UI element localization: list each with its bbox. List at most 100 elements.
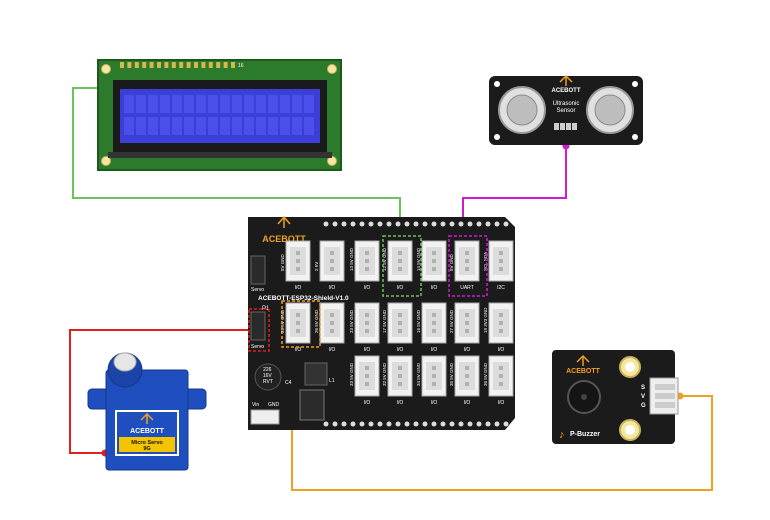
- header-pin: [359, 421, 365, 427]
- servo-model-line2: 9G: [143, 446, 150, 452]
- ultrasonic-port-highlight: [448, 235, 488, 297]
- grove-port-pin: [465, 374, 469, 378]
- ultrasonic-pin: [572, 123, 577, 130]
- lcd-header-pin: [231, 62, 235, 68]
- grove-port-pin: [398, 366, 402, 370]
- grove-port-pins-label: 26 5V GND: [314, 309, 319, 333]
- header-pin: [476, 421, 482, 427]
- grove-port-pin: [432, 313, 436, 317]
- grove-port-type: I/O: [431, 400, 438, 406]
- lcd-header-pin: [216, 62, 221, 68]
- grove-port[interactable]: I/O 35 5V GND: [449, 355, 480, 406]
- ultrasonic-label-line1: Ultrasonic: [553, 101, 580, 107]
- grove-port[interactable]: I/O14 5V GND: [416, 240, 447, 291]
- ultrasonic-transducer-left-mesh: [506, 94, 538, 126]
- grove-port[interactable]: I/O27 5V GND: [449, 302, 480, 353]
- capacitor-label: 226 16V RVT: [263, 367, 273, 385]
- grove-port-pin: [499, 251, 503, 255]
- header-pin: [422, 421, 428, 427]
- electrolytic-capacitor: [254, 363, 282, 391]
- grove-port-type: I/O: [364, 285, 371, 291]
- grove-port[interactable]: I/O 2 5V: [314, 240, 345, 291]
- shield-logo-icon: [277, 215, 291, 228]
- grove-port-pins-label: 2 5V: [314, 262, 319, 271]
- grove-port-pins-label: 19 3V3 GND: [483, 307, 488, 333]
- grove-port-pin: [296, 251, 300, 255]
- grove-port-pin: [398, 374, 402, 378]
- ultrasonic-pin: [560, 123, 565, 130]
- lcd-pin-marker: 16: [238, 63, 244, 69]
- inductor-label: L1: [329, 378, 335, 384]
- lcd-char-cell: [184, 95, 194, 113]
- grove-port-type: I/O: [364, 400, 371, 406]
- lcd-char-cell: [148, 95, 158, 113]
- header-pin: [350, 221, 356, 227]
- grove-port-type: I/O: [464, 400, 471, 406]
- shield-brand: ACEBOTT: [262, 234, 306, 244]
- grove-port[interactable]: I/O17 5V GND: [382, 302, 413, 353]
- grove-port[interactable]: I/O33 5V GND: [349, 355, 380, 406]
- grove-port-pin: [465, 259, 469, 263]
- lcd-char-cell: [232, 95, 242, 113]
- header-pin: [377, 421, 383, 427]
- grove-port-type: I/O: [498, 347, 505, 353]
- grove-port-type: I/O: [397, 400, 404, 406]
- servo-header-top-label: Servo: [251, 287, 264, 293]
- grove-port-pin: [465, 313, 469, 317]
- grove-port-pin: [432, 329, 436, 333]
- header-pin: [359, 221, 365, 227]
- lcd-port-highlight: [382, 235, 422, 297]
- lcd-header-pin: [208, 62, 213, 68]
- grove-port-type: I/O: [329, 285, 336, 291]
- header-pin: [458, 221, 464, 227]
- grove-port[interactable]: I/O 19 3V3 GND: [483, 302, 514, 353]
- grove-port[interactable]: I/O16 5V GND: [416, 302, 447, 353]
- grove-port[interactable]: I/O12 5V GND: [382, 240, 413, 291]
- shield-top-pin-row: [323, 221, 509, 227]
- header-pin: [404, 221, 410, 227]
- shield-bottom-pin-row: [323, 421, 509, 427]
- grove-port-type: UART: [460, 285, 474, 291]
- grove-port[interactable]: I/O 34 5V GND: [416, 355, 447, 406]
- grove-port[interactable]: I/O23 5V GND: [349, 302, 380, 353]
- grove-port[interactable]: I/O25 5V GND: [280, 302, 311, 353]
- header-pin: [494, 221, 500, 227]
- grove-port-type: I2C: [497, 285, 505, 291]
- grove-port-pins-label: 32 5V GND: [382, 362, 387, 386]
- grove-port-pin: [365, 259, 369, 263]
- grove-port[interactable]: I/O5V GND: [280, 240, 311, 291]
- lcd-header-pin: [171, 62, 176, 68]
- grove-port-type: I/O: [464, 347, 471, 353]
- header-pin: [404, 421, 410, 427]
- grove-port-pin: [432, 251, 436, 255]
- grove-port-pin: [330, 313, 334, 317]
- grove-port[interactable]: I/O13 5V GND: [349, 240, 380, 291]
- grove-port-type: I/O: [431, 347, 438, 353]
- buzzer-pin-label: S: [641, 385, 645, 391]
- grove-port-pins-label: 14 5V GND: [416, 247, 421, 271]
- servo-model-tag: [119, 437, 175, 452]
- servo-logo-icon: [140, 412, 154, 424]
- grove-port[interactable]: I/O36 5V GND: [483, 355, 514, 406]
- buzzer-element-center: [581, 394, 587, 400]
- header-pin: [467, 221, 473, 227]
- grove-port[interactable]: I/O26 5V GND: [314, 302, 345, 353]
- lcd-header-pin: [194, 62, 198, 68]
- grove-port-pins-label: 35 5V GND: [449, 362, 454, 386]
- grove-port-pins-label: 23 5V GND: [349, 309, 354, 333]
- shield-model: ACEBOTT-ESP32-Shield-V1.0: [258, 295, 349, 302]
- grove-port-pin: [365, 382, 369, 386]
- grove-port-pins-label: 34 5V GND: [416, 362, 421, 386]
- lcd-char-cell: [268, 95, 278, 113]
- grove-port[interactable]: I/O 32 5V GND: [382, 355, 413, 406]
- ultrasonic-pin-header: [554, 123, 577, 130]
- header-pin: [377, 221, 383, 227]
- buzzer-connector-pin: [655, 393, 675, 399]
- buzzer-wire: [291, 341, 713, 491]
- lcd-header-pin: [164, 62, 169, 68]
- grove-port-pins-label: 17 5V GND: [382, 309, 387, 333]
- header-pin: [413, 421, 419, 427]
- grove-port-pins-label: 36 5V GND: [483, 362, 488, 386]
